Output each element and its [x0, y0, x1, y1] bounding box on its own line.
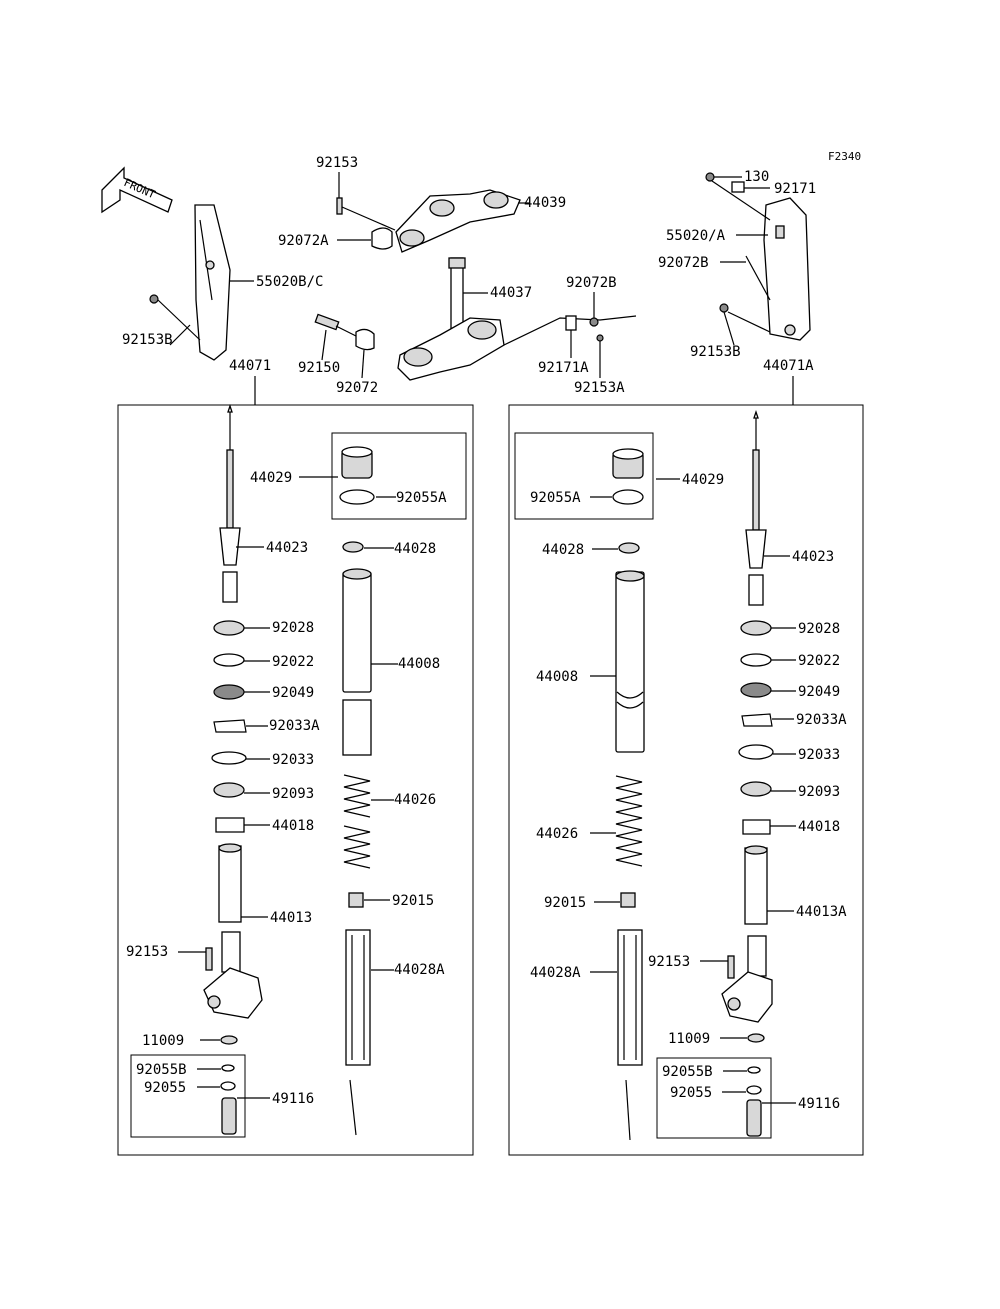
front-arrow-icon: FRONT	[101, 166, 173, 214]
label-92153b-left: 92153B	[122, 332, 173, 348]
label-92072b-right: 92072B	[658, 255, 709, 271]
left-label-92049: 92049	[272, 685, 314, 701]
right-label-92055a: 92055A	[530, 490, 581, 506]
steering-stem	[397, 257, 505, 381]
left-label-92093: 92093	[272, 786, 314, 802]
label-92150: 92150	[298, 360, 340, 376]
label-44037: 44037	[490, 285, 532, 301]
left-fork-panel	[117, 403, 474, 1156]
right-label-92055: 92055	[670, 1085, 712, 1101]
label-92072a: 92072A	[278, 233, 329, 249]
left-label-11009: 11009	[142, 1033, 184, 1049]
label-92072: 92072	[336, 380, 378, 396]
left-label-44023: 44023	[266, 540, 308, 556]
right-label-92093: 92093	[798, 784, 840, 800]
right-label-44023: 44023	[792, 549, 834, 565]
right-label-44026: 44026	[536, 826, 578, 842]
right-label-92033a: 92033A	[796, 712, 847, 728]
label-44039: 44039	[524, 195, 566, 211]
left-label-92055a: 92055A	[396, 490, 447, 506]
right-label-49116: 49116	[798, 1096, 840, 1112]
right-label-11009: 11009	[668, 1031, 710, 1047]
right-label-92015: 92015	[544, 895, 586, 911]
label-92153a: 92153A	[574, 380, 625, 396]
label-55020bc: 55020B/C	[256, 274, 323, 290]
label-44071a: 44071A	[763, 358, 814, 374]
clamp-92072	[355, 328, 375, 351]
left-label-44013: 44013	[270, 910, 312, 926]
left-label-44028: 44028	[394, 541, 436, 557]
label-130: 130	[744, 169, 769, 185]
right-label-92028: 92028	[798, 621, 840, 637]
left-label-92033: 92033	[272, 752, 314, 768]
right-label-92055b: 92055B	[662, 1064, 713, 1080]
left-fork-guard	[194, 204, 231, 361]
right-label-44018: 44018	[798, 819, 840, 835]
clamp-92072a	[371, 227, 393, 250]
right-label-92033: 92033	[798, 747, 840, 763]
right-label-92049: 92049	[798, 684, 840, 700]
bolt-92153b-left	[149, 294, 159, 304]
right-label-44029: 44029	[682, 472, 724, 488]
left-label-44018: 44018	[272, 818, 314, 834]
label-44071: 44071	[229, 358, 271, 374]
label-92171: 92171	[774, 181, 816, 197]
right-label-92153: 92153	[648, 954, 690, 970]
left-label-49116: 49116	[272, 1091, 314, 1107]
right-label-44028: 44028	[542, 542, 584, 558]
left-label-92055b: 92055B	[136, 1062, 187, 1078]
left-label-44008: 44008	[398, 656, 440, 672]
label-55020a: 55020/A	[666, 228, 726, 244]
left-label-92022: 92022	[272, 654, 314, 670]
label-92171a: 92171A	[538, 360, 589, 376]
label-92072b-top: 92072B	[566, 275, 617, 291]
right-fork-guard	[763, 197, 811, 341]
left-label-92033a: 92033A	[269, 718, 320, 734]
left-label-92015: 92015	[392, 893, 434, 909]
left-label-44026: 44026	[394, 792, 436, 808]
left-label-92055: 92055	[144, 1080, 186, 1096]
left-label-92153: 92153	[126, 944, 168, 960]
left-label-44029: 44029	[250, 470, 292, 486]
diagram-code: F2340	[828, 150, 861, 163]
left-label-44028a: 44028A	[394, 962, 445, 978]
left-label-92028: 92028	[272, 620, 314, 636]
label-92153b-right: 92153B	[690, 344, 741, 360]
left-spring	[343, 774, 371, 869]
right-label-44008: 44008	[536, 669, 578, 685]
right-label-92022: 92022	[798, 653, 840, 669]
right-fork-panel	[508, 404, 864, 1156]
label-92153-top: 92153	[316, 155, 358, 171]
right-label-44013a: 44013A	[796, 904, 847, 920]
right-spring	[615, 775, 643, 867]
upper-triple-clamp	[395, 189, 521, 253]
right-label-44028a: 44028A	[530, 965, 581, 981]
